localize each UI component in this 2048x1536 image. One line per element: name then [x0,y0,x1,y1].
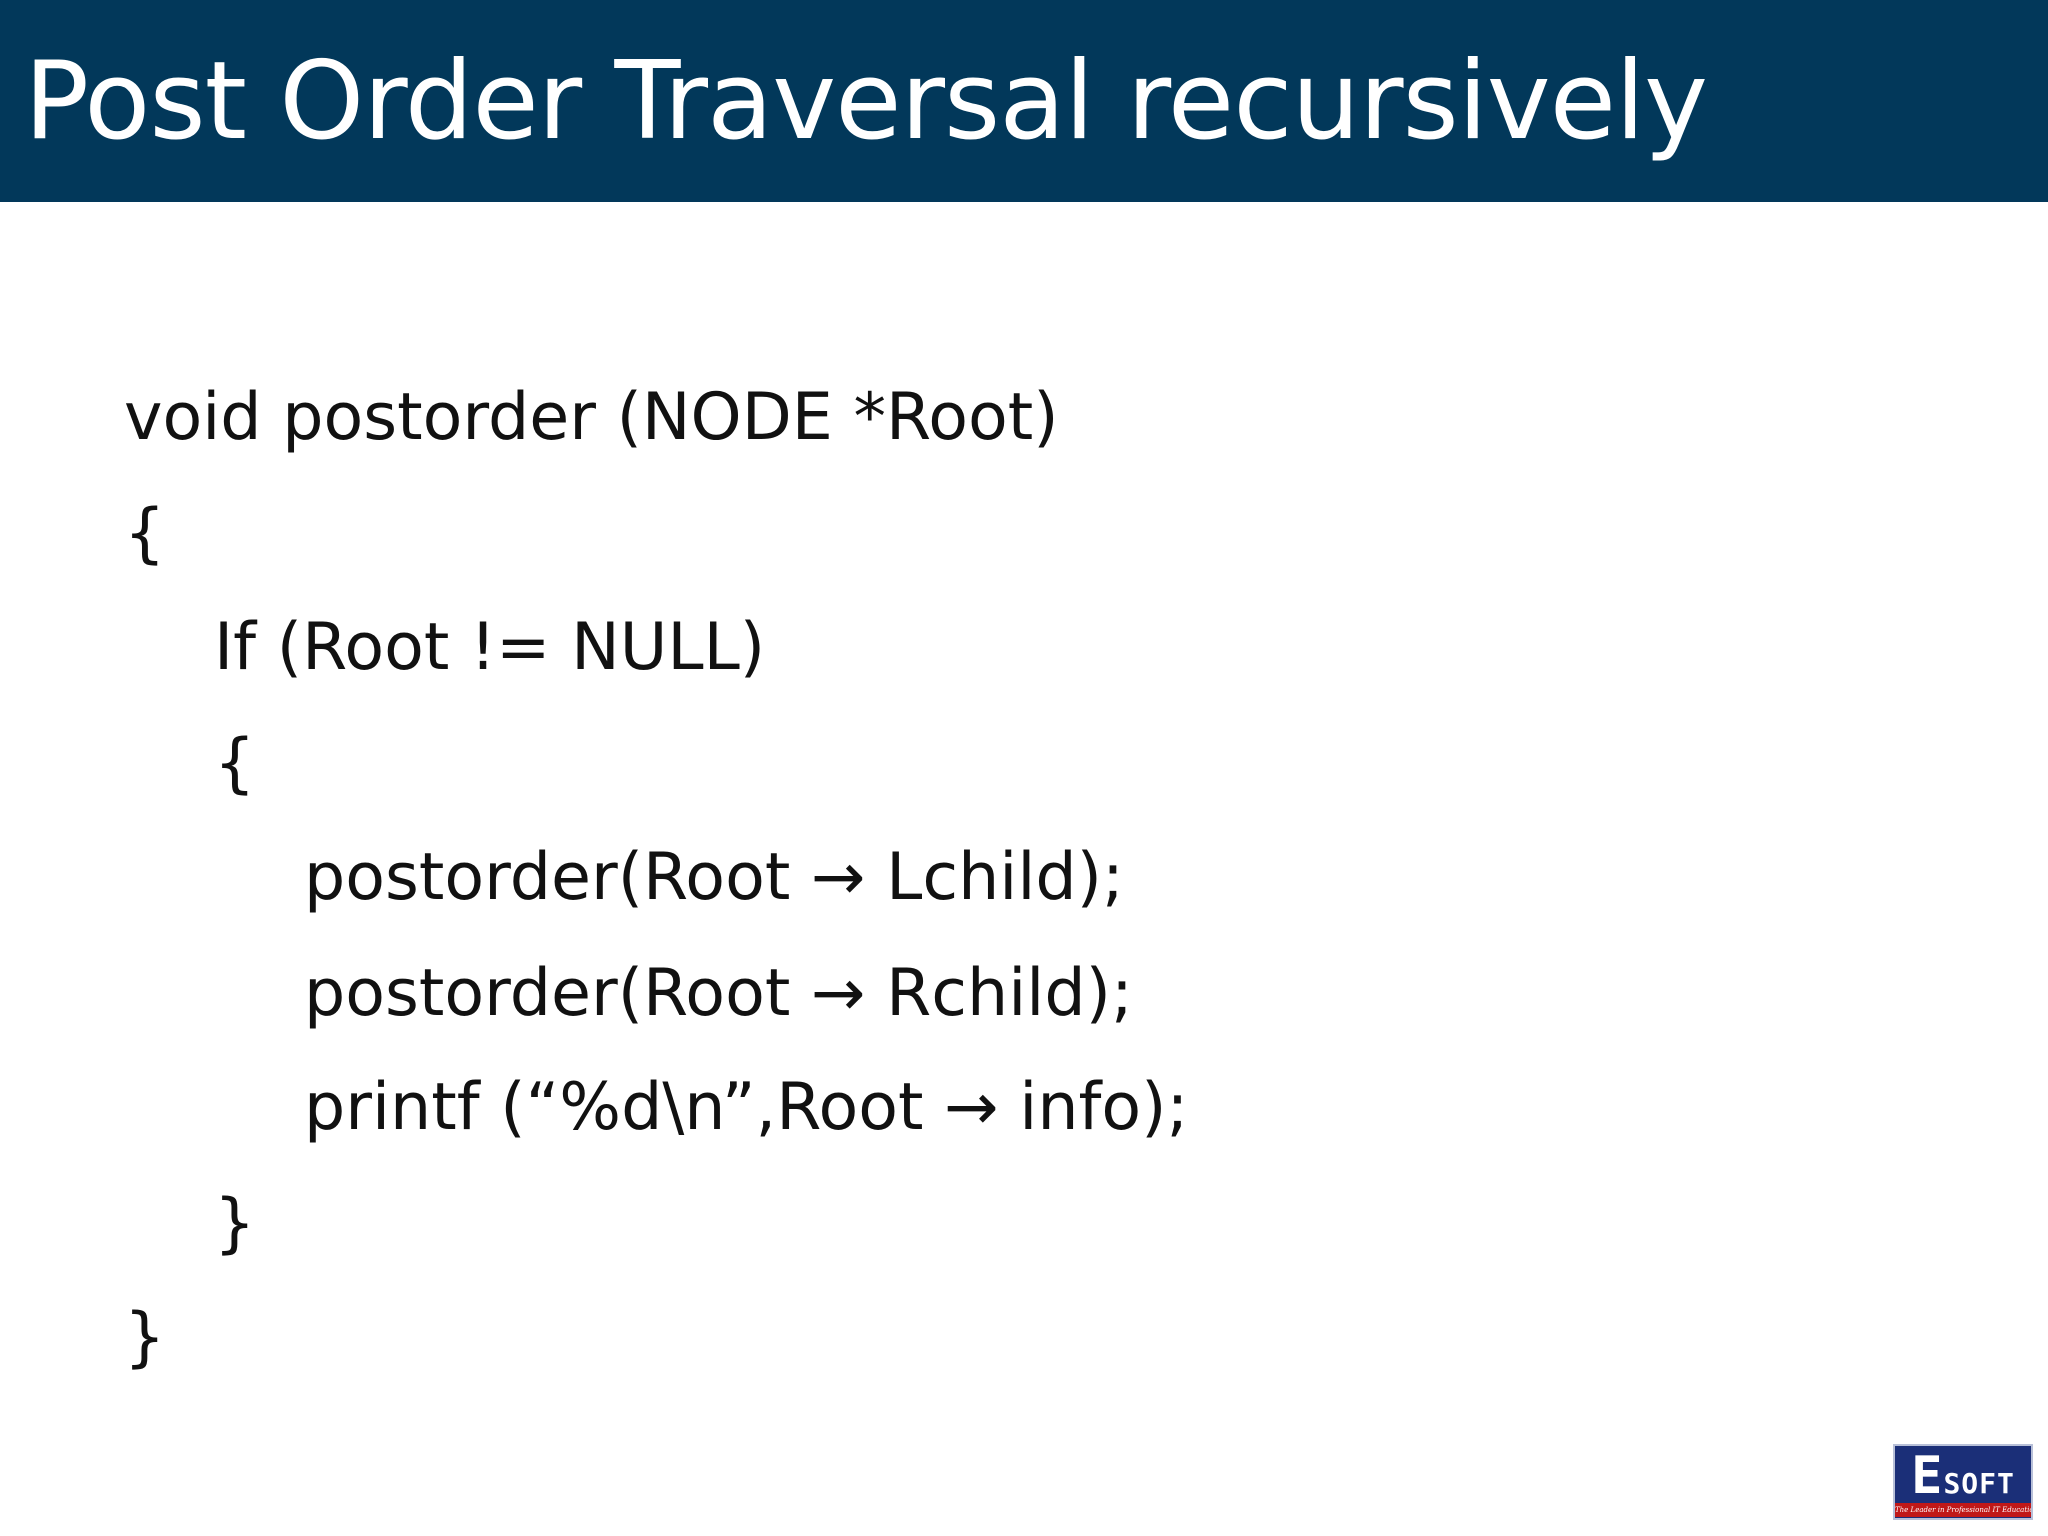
code-line-inner-close-brace: } [214,1186,256,1261]
code-line-inner-open-brace: { [214,726,256,801]
code-line-printf: printf (“%d\n”,Root → info); [304,1070,1189,1145]
code-line-right-recursion: postorder(Root → Rchild); [304,956,1133,1031]
logo-tagline: The Leader in Professional IT Education [1895,1503,2031,1517]
code-line-left-recursion: postorder(Root → Lchild); [304,840,1124,915]
code-line-if-condition: If (Root != NULL) [214,610,766,685]
slide-title: Post Order Traversal recursively [24,39,1708,164]
logo-rest: SOFT [1943,1467,2015,1500]
logo-wordmark: ESOFT [1895,1448,2031,1512]
logo-initial: E [1911,1446,1944,1506]
esoft-logo: ESOFT The Leader in Professional IT Educ… [1893,1444,2033,1520]
title-bar: Post Order Traversal recursively [0,0,2048,202]
code-line-close-brace: } [124,1300,166,1375]
code-line-open-brace: { [124,496,166,571]
code-line-function-signature: void postorder (NODE *Root) [124,380,1059,455]
